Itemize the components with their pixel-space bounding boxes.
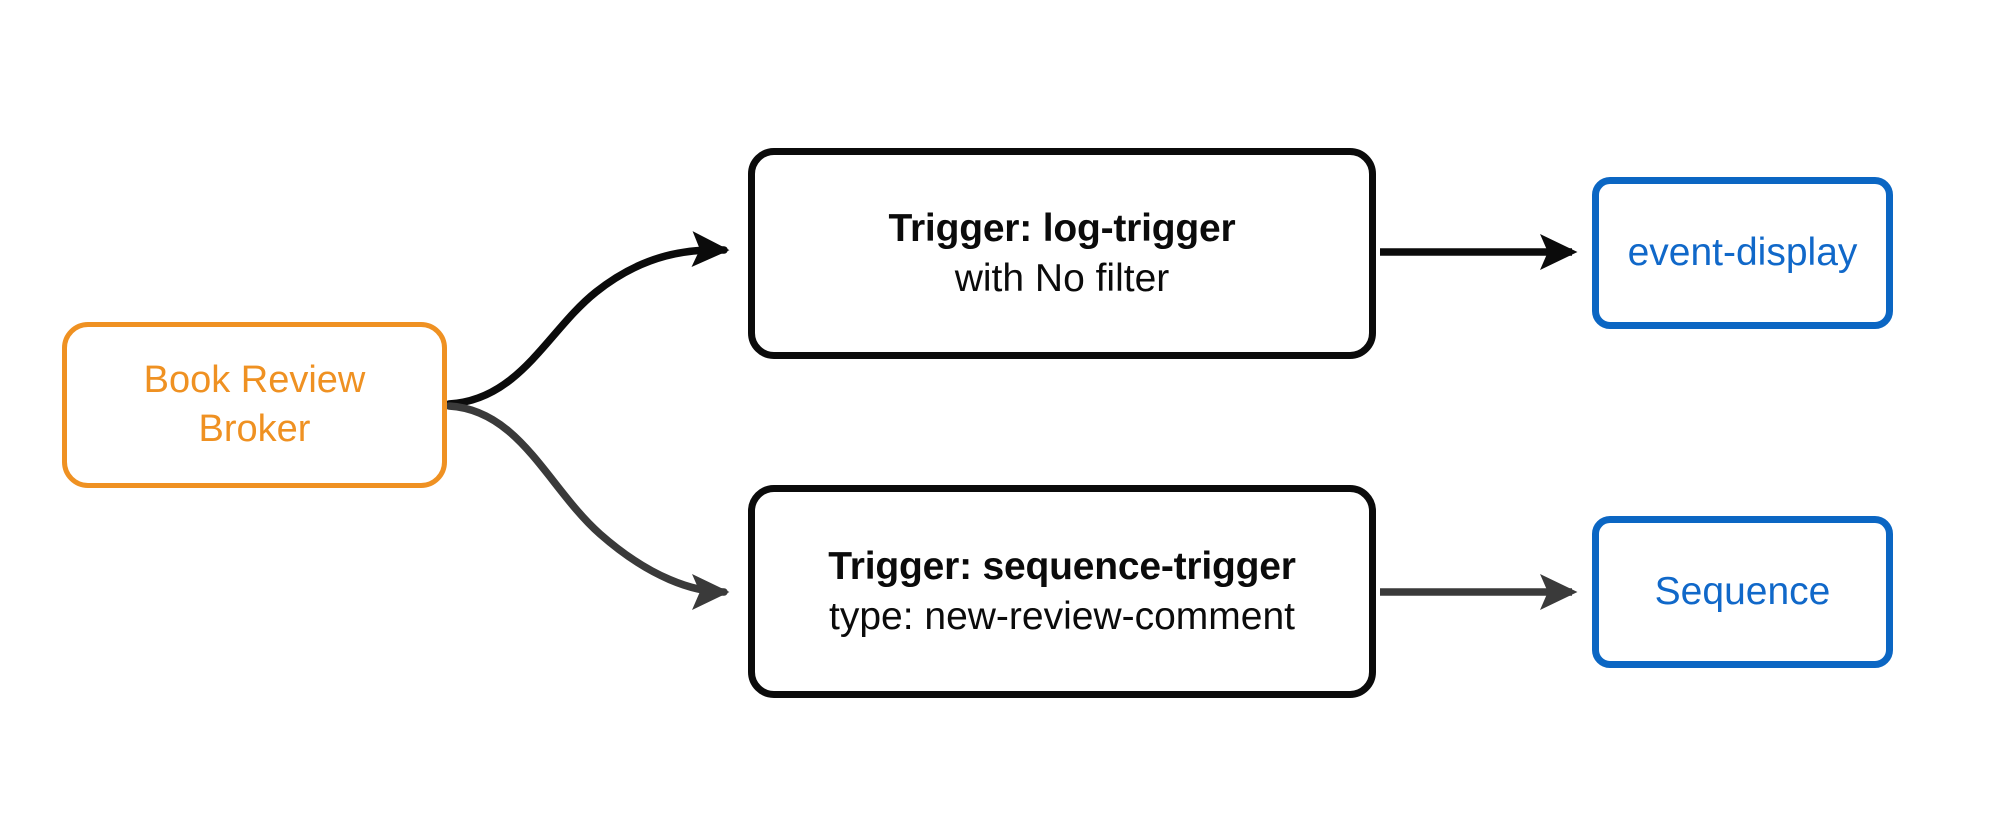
- broker-label-line-1: Book Review: [143, 359, 366, 402]
- edge-broker-to-log-trigger: [445, 231, 730, 408]
- node-sink-sequence[interactable]: Sequence: [1592, 516, 1893, 668]
- trigger-sequence-subtitle: type: new-review-comment: [829, 594, 1295, 638]
- sink-sequence-label: Sequence: [1654, 570, 1831, 614]
- trigger-sequence-title: Trigger: sequence-trigger: [828, 544, 1296, 588]
- trigger-log-title: Trigger: log-trigger: [888, 206, 1236, 250]
- edge-broker-to-sequence-trigger: [445, 402, 730, 610]
- node-sink-event-display[interactable]: event-display: [1592, 177, 1893, 329]
- trigger-log-subtitle: with No filter: [954, 256, 1170, 300]
- node-trigger-sequence-trigger[interactable]: Trigger: sequence-trigger type: new-revi…: [748, 485, 1376, 698]
- broker-label-line-2: Broker: [198, 408, 311, 450]
- node-trigger-log-trigger[interactable]: Trigger: log-trigger with No filter: [748, 148, 1376, 359]
- node-book-review-broker[interactable]: Book Review Broker: [62, 322, 447, 488]
- sink-event-display-label: event-display: [1627, 231, 1858, 275]
